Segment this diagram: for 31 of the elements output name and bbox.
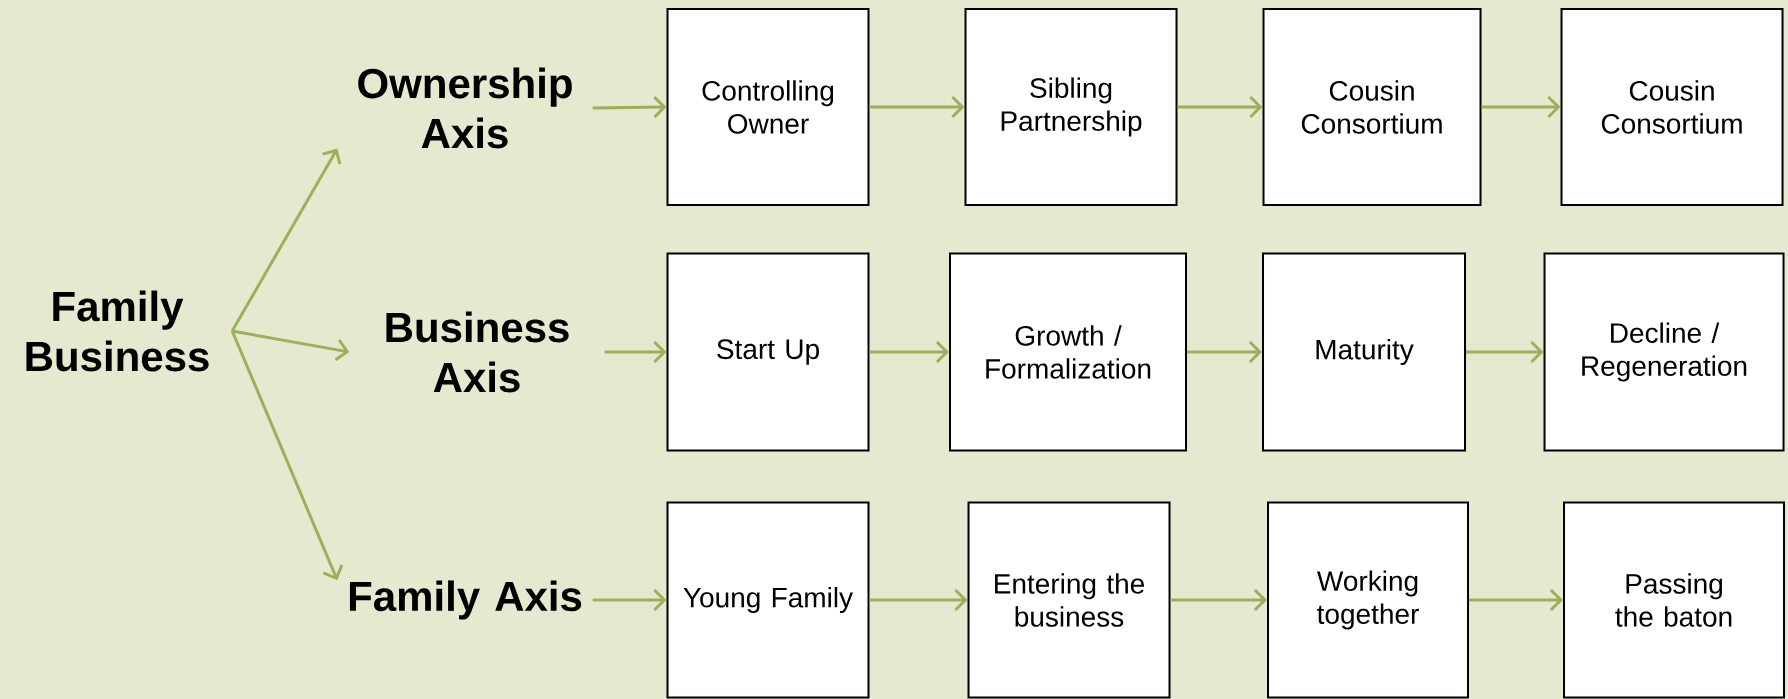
stage-box: Growth / Formalization xyxy=(949,252,1187,452)
arrow xyxy=(231,329,350,361)
arrow xyxy=(1177,95,1263,119)
stage-box: Maturity xyxy=(1262,252,1466,452)
arrow xyxy=(604,340,667,364)
arrow xyxy=(869,588,968,612)
stage-box: Cousin Consortium xyxy=(1560,8,1784,206)
arrow xyxy=(869,340,949,364)
stage-box: Cousin Consortium xyxy=(1262,8,1482,206)
arrow xyxy=(592,96,667,119)
stage-box: Sibling Partnership xyxy=(964,8,1178,206)
stage-box: Controlling Owner xyxy=(666,8,870,206)
stage-box: Passing the baton xyxy=(1563,501,1785,699)
arrow xyxy=(869,95,965,119)
stage-box: Decline / Regeneration xyxy=(1543,252,1785,452)
stage-box: Working together xyxy=(1267,501,1469,699)
arrow xyxy=(1187,340,1262,364)
arrow xyxy=(230,148,342,332)
axis-label: Ownership Axis xyxy=(358,67,572,149)
axis-label: Business Axis xyxy=(386,311,569,393)
stage-box: Young Family xyxy=(666,501,870,699)
arrow xyxy=(592,588,667,612)
arrow xyxy=(1466,340,1544,364)
arrow xyxy=(1170,588,1267,612)
axis-label: Family Business xyxy=(26,290,209,372)
axis-label: Family Axis xyxy=(349,580,582,620)
arrow xyxy=(1481,95,1561,119)
arrow xyxy=(1469,588,1564,612)
arrow xyxy=(230,330,344,581)
stage-box: Start Up xyxy=(666,252,870,452)
stage-box: Entering the business xyxy=(967,501,1171,699)
